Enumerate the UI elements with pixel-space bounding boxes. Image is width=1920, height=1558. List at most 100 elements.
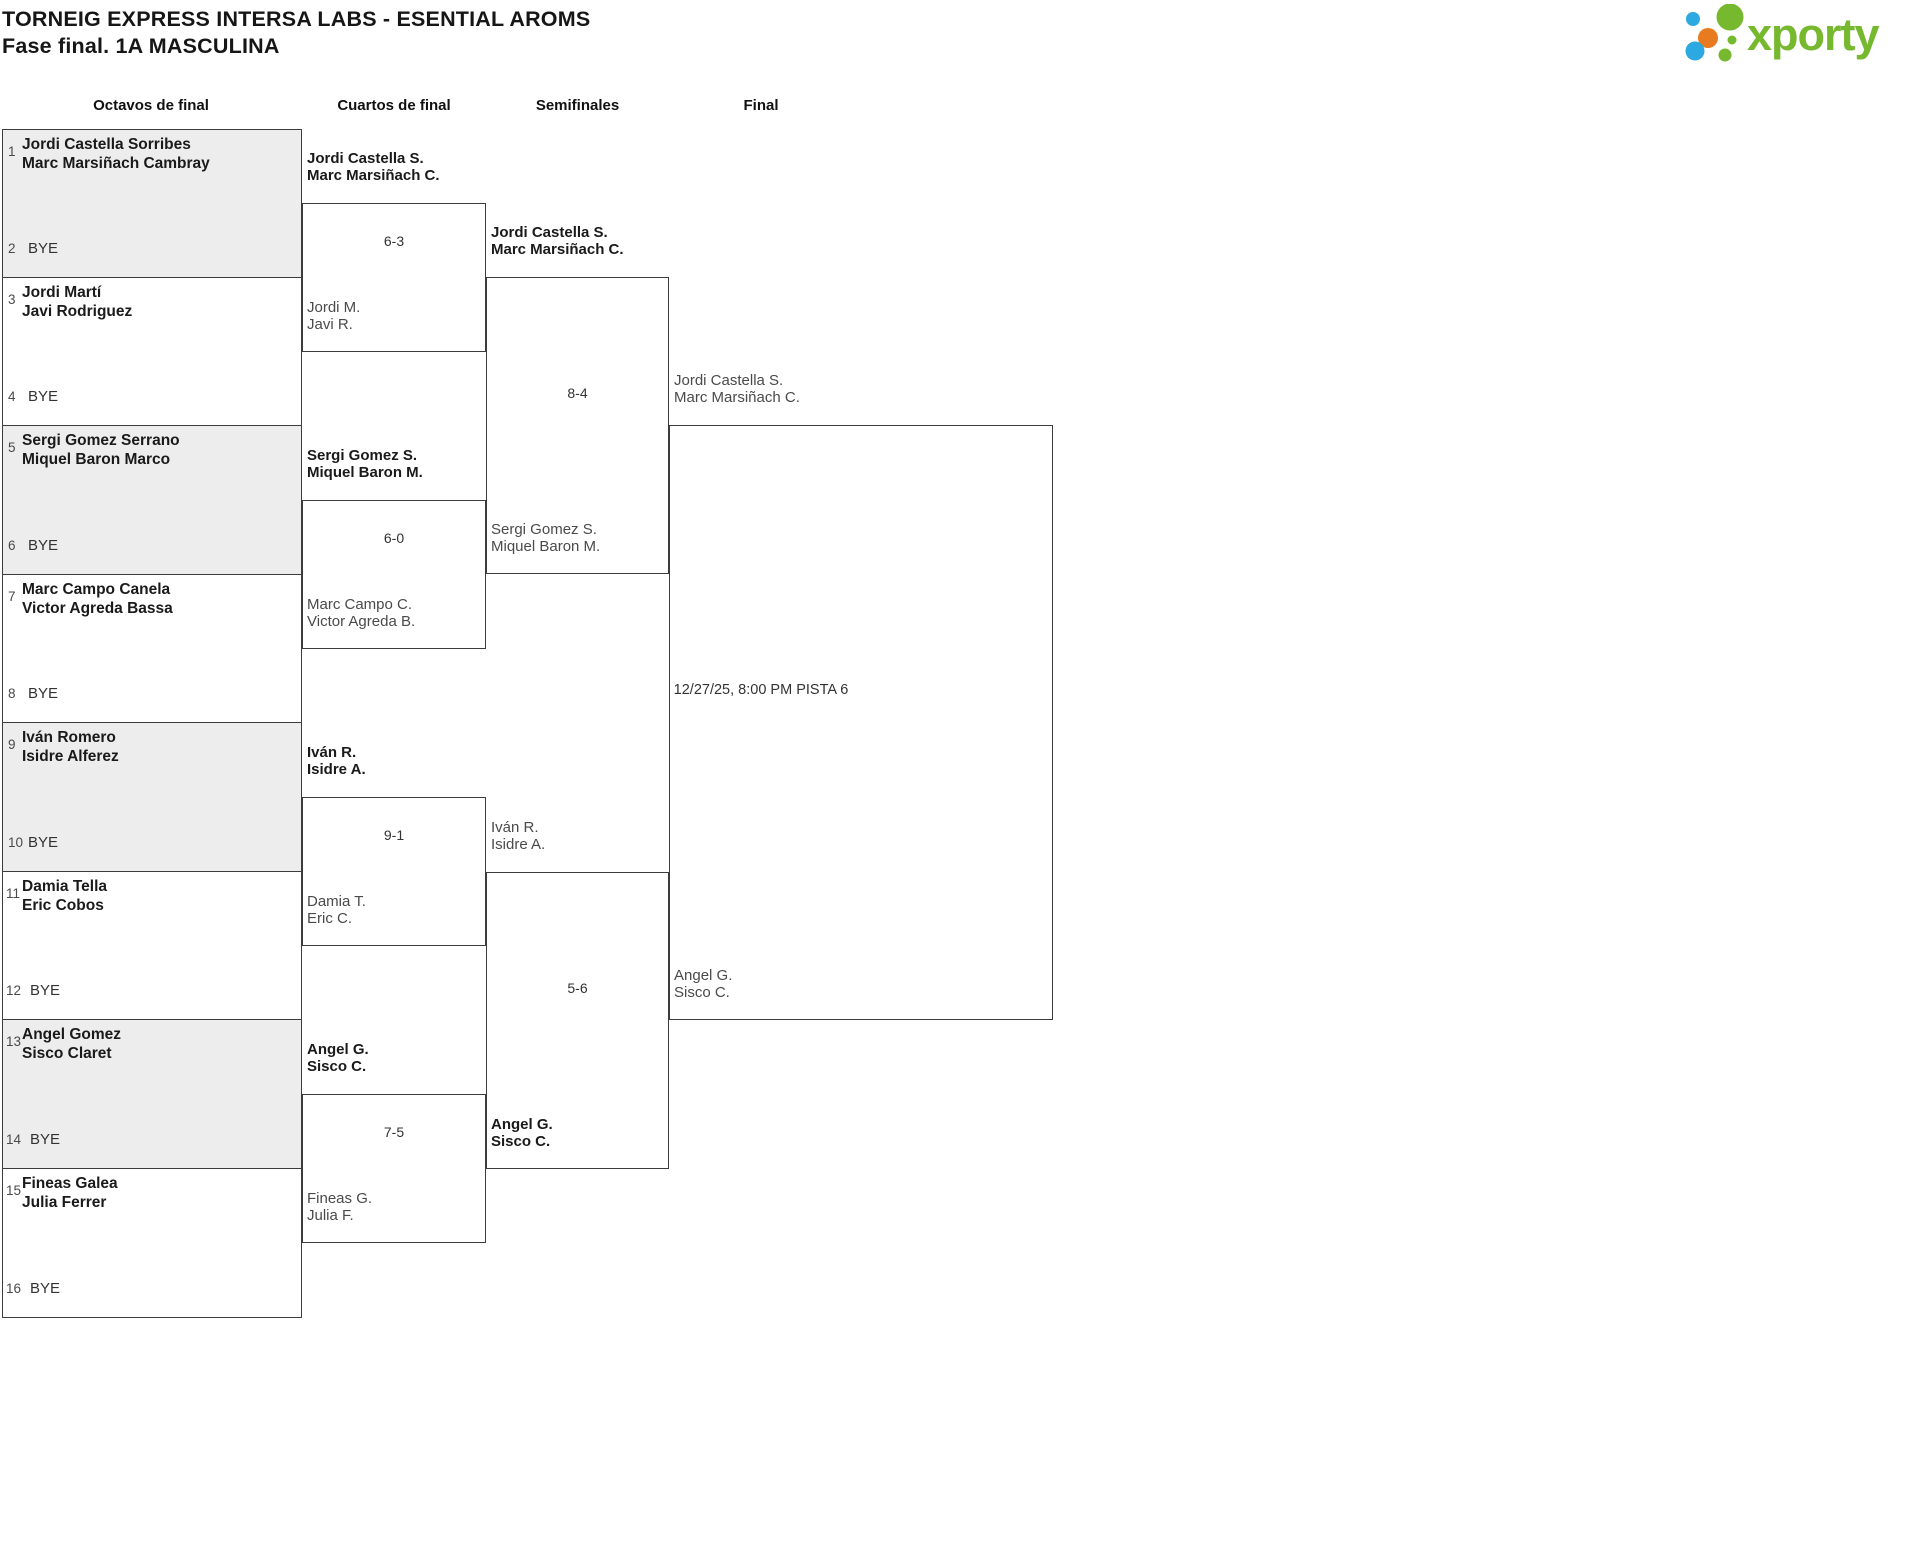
winner-label: Angel G. Sisco C. (491, 1116, 553, 1150)
logo-dot-green-tiny (1727, 35, 1737, 45)
logo-dot-blue-medium (1685, 41, 1705, 61)
logo-dot-orange (1698, 28, 1718, 48)
team-player-2: Sisco Claret (22, 1045, 112, 1062)
bracket-subtitle: Fase final. 1A MASCULINA (2, 34, 280, 58)
team-name: Iván Romero Isidre Alferez (22, 728, 119, 766)
seed-number: 4 (8, 389, 16, 404)
seed-number: 14 (6, 1132, 22, 1147)
team-player-1: Jordi Castella S. (307, 150, 424, 167)
team-player-1: Jordi Martí (22, 284, 102, 301)
team-player-2: Isidre Alferez (22, 748, 119, 765)
match-schedule: 12/27/25, 8:00 PM PISTA 6 (673, 682, 849, 698)
team-player-2: Eric Cobos (22, 897, 104, 914)
team-player-2: Sisco C. (307, 1058, 367, 1075)
team-name: Fineas Galea Julia Ferrer (22, 1174, 118, 1212)
team-player-1: Jordi M. (307, 299, 361, 316)
match-box-octavos-8 (2, 1168, 302, 1318)
team-player-1: Marc Campo Canela (22, 581, 171, 598)
team-player-2: Marc Marsiñach C. (491, 241, 624, 258)
round-header-semifinales: Semifinales (535, 97, 620, 114)
team-player-2: Miquel Baron M. (491, 538, 601, 555)
team-player-1: Fineas G. (307, 1190, 373, 1207)
team-name: Sergi Gomez Serrano Miquel Baron Marco (22, 431, 180, 469)
seed-number: 12 (6, 983, 22, 998)
team-player-2: Isidre A. (491, 836, 546, 853)
match-score: 9-1 (383, 827, 405, 843)
match-score: 6-3 (383, 233, 405, 249)
team-player-2: Marc Marsiñach Cambray (22, 155, 210, 172)
team-player-2: Javi Rodriguez (22, 303, 133, 320)
seed-number: 11 (6, 886, 21, 901)
team-player-2: Victor Agreda Bassa (22, 600, 173, 617)
loser-label: Iván R. Isidre A. (491, 819, 545, 853)
team-player-1: Sergi Gomez S. (491, 521, 597, 538)
team-player-1: Sergi Gomez Serrano (22, 432, 180, 449)
match-score: 7-5 (383, 1124, 405, 1140)
team-player-1: Damia Tella (22, 878, 108, 895)
round-header-final: Final (743, 97, 779, 114)
team-player-2: Sisco C. (674, 984, 730, 1001)
team-player-2: Miquel Baron Marco (22, 451, 171, 468)
team-player-1: Sergi Gomez S. (307, 447, 418, 464)
seed-number: 7 (8, 589, 16, 604)
match-box-semifinal-1 (486, 277, 669, 574)
seed-number: 6 (8, 538, 16, 553)
match-box-octavos-1 (2, 129, 302, 278)
team-player-1: Iván R. (491, 819, 539, 836)
seed-number: 9 (8, 737, 16, 752)
bye-label: BYE (30, 1280, 61, 1297)
winner-label: Jordi Castella S. Marc Marsiñach C. (307, 150, 440, 184)
team-player-2: Julia Ferrer (22, 1194, 107, 1211)
match-box-octavos-5 (2, 722, 302, 872)
logo-dot-green-large (1716, 4, 1744, 31)
round-header-cuartos: Cuartos de final (337, 97, 451, 114)
seed-number: 10 (8, 835, 24, 850)
team-player-1: Angel G. (674, 967, 733, 984)
match-box-cuartos-2 (302, 500, 486, 649)
bye-label: BYE (28, 537, 59, 554)
seed-number: 8 (8, 686, 16, 701)
match-score: 6-0 (383, 530, 405, 546)
team-player-2: Julia F. (307, 1207, 354, 1224)
bye-label: BYE (30, 1131, 61, 1148)
team-player-1: Jordi Castella Sorribes (22, 136, 191, 153)
team-player-1: Marc Campo C. (307, 596, 413, 613)
team-name: Angel Gomez Sisco Claret (22, 1025, 121, 1063)
match-box-cuartos-4 (302, 1094, 486, 1243)
team-player-1: Damia T. (307, 893, 366, 910)
match-box-cuartos-1 (302, 203, 486, 352)
tournament-title: TORNEIG EXPRESS INTERSA LABS - ESENTIAL … (2, 7, 591, 31)
seed-number: 2 (8, 241, 16, 256)
match-box-final (669, 425, 1053, 1020)
team-name: Damia Tella Eric Cobos (22, 877, 107, 915)
team-player-1: Angel G. (491, 1116, 553, 1133)
match-score: 5-6 (567, 980, 588, 996)
loser-label: Jordi M. Javi R. (307, 299, 360, 333)
winner-label: Iván R. Isidre A. (307, 744, 366, 778)
seed-number: 16 (6, 1281, 22, 1296)
team-player-2: Marc Marsiñach C. (307, 167, 440, 184)
team-player-1: Angel G. (307, 1041, 369, 1058)
loser-label: Sergi Gomez S. Miquel Baron M. (491, 521, 600, 555)
team-player-1: Jordi Castella S. (491, 224, 608, 241)
xporty-logo[interactable]: xporty (1681, 4, 1906, 62)
team-player-2: Victor Agreda B. (307, 613, 416, 630)
bye-label: BYE (28, 685, 59, 702)
match-box-octavos-4 (2, 574, 302, 723)
match-score: 8-4 (567, 385, 588, 401)
logo-dot-blue-small (1686, 12, 1700, 26)
bye-label: BYE (30, 982, 61, 999)
team-name: Marc Campo Canela Victor Agreda Bassa (22, 580, 173, 618)
match-box-semifinal-2 (486, 872, 669, 1169)
match-box-octavos-7 (2, 1019, 302, 1169)
team-player-1: Jordi Castella S. (674, 372, 784, 389)
bye-label: BYE (28, 240, 59, 257)
finalist-label-top: Jordi Castella S. Marc Marsiñach C. (674, 372, 800, 406)
team-player-2: Miquel Baron M. (307, 464, 423, 481)
seed-number: 5 (8, 440, 16, 455)
team-player-1: Angel Gomez (22, 1026, 122, 1043)
team-player-2: Isidre A. (307, 761, 366, 778)
loser-label: Marc Campo C. Victor Agreda B. (307, 596, 415, 630)
team-player-2: Sisco C. (491, 1133, 551, 1150)
